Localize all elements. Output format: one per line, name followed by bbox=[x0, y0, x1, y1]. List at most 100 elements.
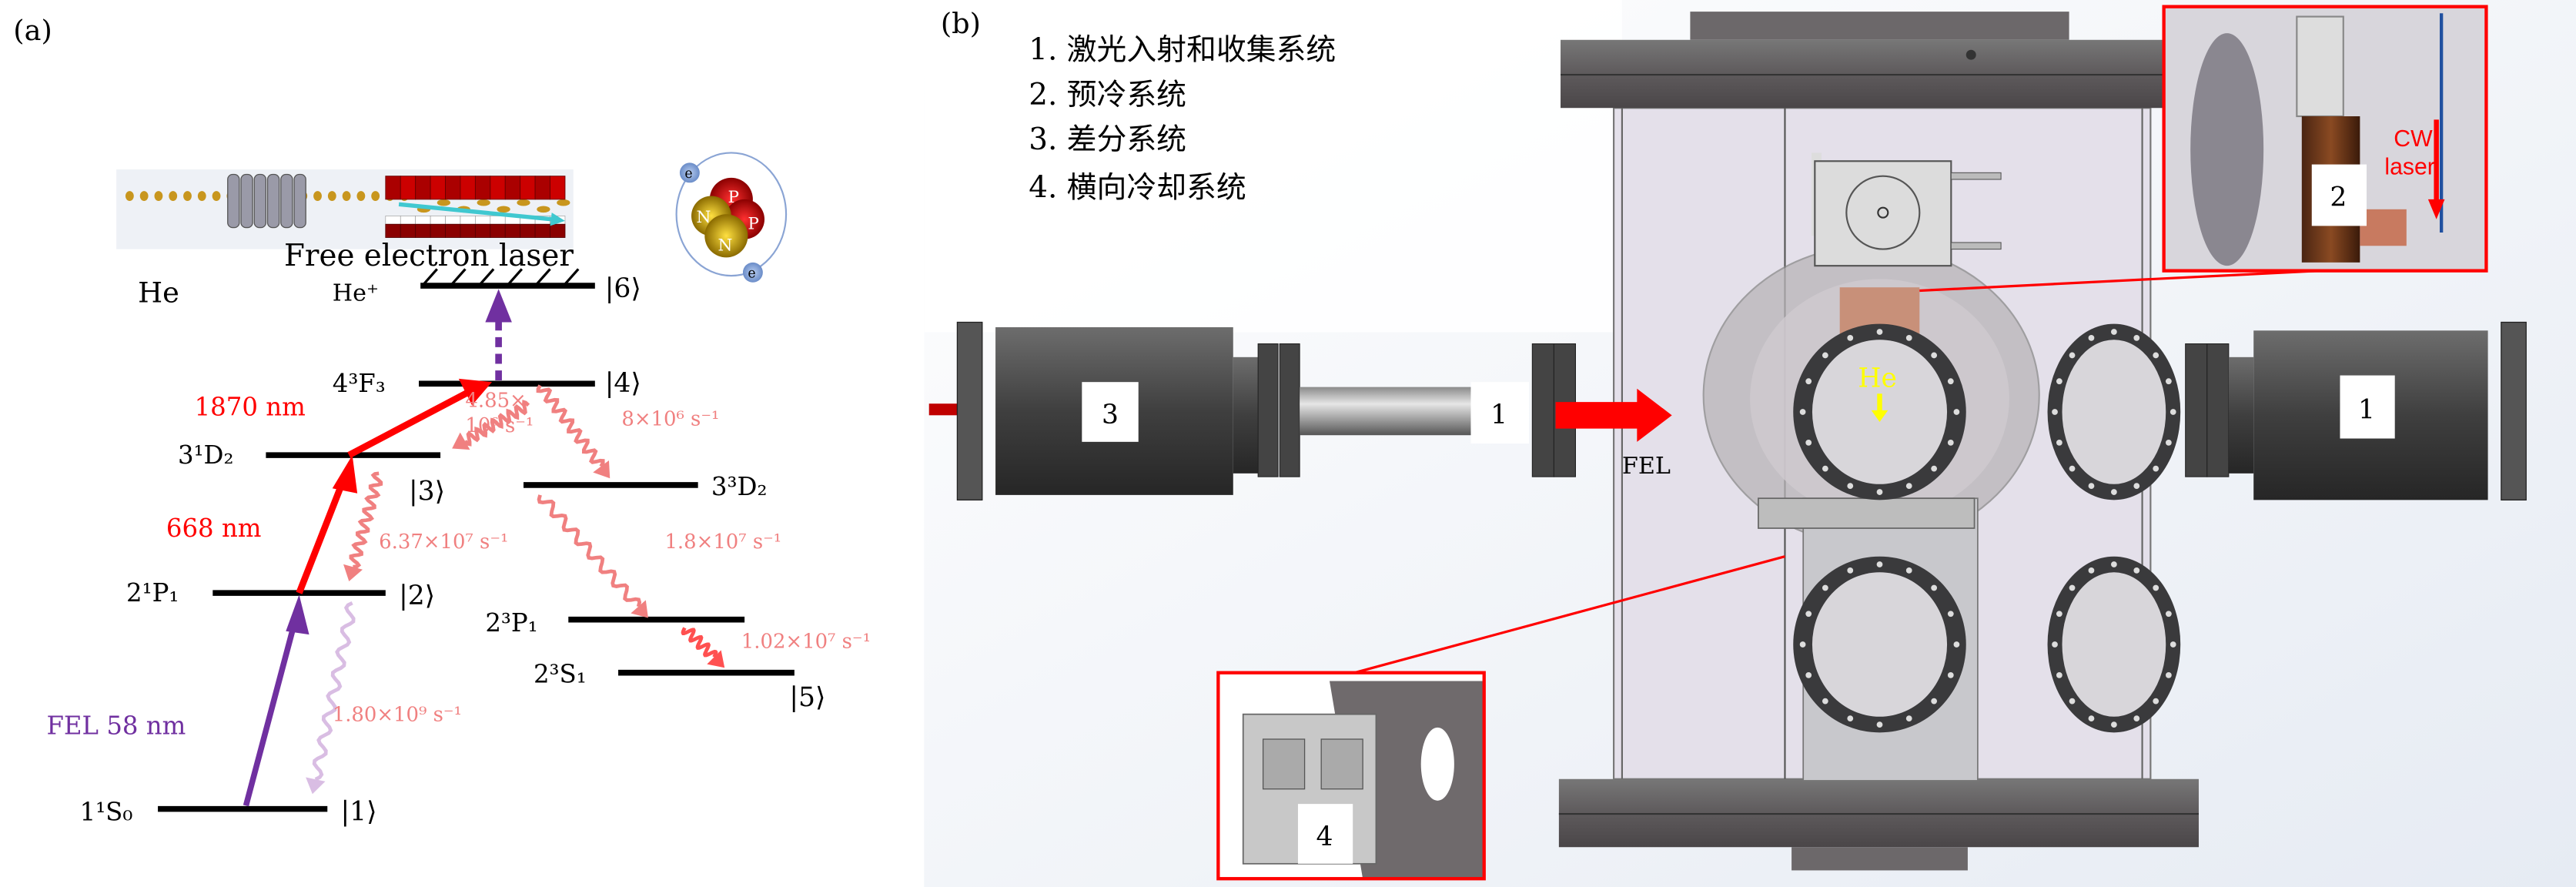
term-3P1: 2³P₁ bbox=[485, 608, 537, 638]
magnet-block bbox=[460, 176, 476, 200]
fel-caption: Free electron laser bbox=[284, 239, 574, 273]
magnet-block bbox=[520, 176, 536, 200]
level-4: 4³F₃ |4⟩ bbox=[333, 368, 641, 399]
ion-label: He⁺ bbox=[333, 279, 379, 306]
bolt-hole bbox=[1822, 584, 1828, 591]
energy-level-diagram: He He⁺ |6⟩ 4³F₃ |4⟩ 3¹D₂ |3⟩ 3³D₂ bbox=[46, 268, 871, 828]
magnet-block bbox=[445, 223, 461, 238]
callout-4-box bbox=[1297, 804, 1353, 864]
magnet-block bbox=[415, 176, 431, 200]
magnet-block bbox=[504, 223, 521, 238]
bolt-hole bbox=[1847, 715, 1854, 722]
cw-laser-label-2: laser bbox=[2384, 155, 2434, 180]
magnet-block bbox=[400, 176, 417, 200]
bolt-hole bbox=[2056, 671, 2062, 678]
species-label: He bbox=[138, 276, 179, 310]
bolt-hole bbox=[2170, 641, 2176, 648]
bolt-hole bbox=[1876, 489, 1883, 495]
differential-pumping-assembly: 3 1 FEL bbox=[928, 321, 1672, 500]
bolt-hole bbox=[2133, 483, 2140, 490]
rate-3-2: 6.37×10⁷ s⁻¹ bbox=[379, 531, 508, 554]
decay-4-to-3-head bbox=[452, 432, 470, 450]
ket-4: |4⟩ bbox=[605, 368, 641, 399]
decay-3-to-2 bbox=[349, 471, 383, 569]
electron-bunch bbox=[327, 191, 336, 202]
bolt-hole bbox=[2133, 567, 2140, 574]
bolt-hole bbox=[1822, 465, 1828, 472]
electron-bunch bbox=[371, 191, 380, 202]
magnet-block bbox=[534, 176, 550, 200]
laser-1870-label: 1870 nm bbox=[195, 392, 306, 421]
magnet-block bbox=[534, 223, 550, 238]
bolt-hole bbox=[2056, 378, 2062, 385]
bolt-hole bbox=[1947, 671, 1954, 678]
term-1: 1¹S₀ bbox=[80, 798, 133, 827]
level-2-3P1: 2³P₁ bbox=[485, 608, 745, 638]
laser-668-label: 668 nm bbox=[166, 514, 262, 543]
hatch-mark bbox=[536, 268, 551, 285]
decay-2-to-1-head bbox=[306, 777, 326, 795]
rate-4-3D2: 8×10⁶ s⁻¹ bbox=[621, 407, 719, 430]
coil-ring bbox=[266, 173, 280, 229]
fel-input-arrow bbox=[1555, 388, 1672, 442]
callout-1-right-box bbox=[2340, 375, 2395, 439]
bolt-hole bbox=[2088, 335, 2095, 341]
hatch-mark bbox=[450, 268, 467, 285]
electron-bunch bbox=[197, 191, 206, 202]
bolt-hole bbox=[2056, 439, 2062, 446]
magnet-block bbox=[520, 223, 536, 238]
decay-4-to-3 bbox=[463, 400, 530, 447]
magnet-block bbox=[415, 216, 431, 225]
magnet-block bbox=[460, 216, 476, 225]
bolt-hole bbox=[2165, 378, 2172, 385]
electron-bunch bbox=[437, 199, 451, 206]
ket-1: |1⟩ bbox=[341, 797, 377, 828]
ket-3: |3⟩ bbox=[409, 476, 445, 507]
callout-3: 3 bbox=[1102, 400, 1119, 430]
coil-ring bbox=[240, 173, 253, 229]
magnet-block bbox=[490, 216, 506, 225]
bolt-hole bbox=[1847, 335, 1854, 341]
bolt-hole bbox=[1953, 409, 1960, 415]
magnet-block bbox=[415, 223, 431, 238]
bolt-hole bbox=[2165, 439, 2172, 446]
magnet-block bbox=[550, 223, 566, 238]
decay-3P1-to-3S1-head bbox=[707, 650, 725, 668]
term-4: 4³F₃ bbox=[333, 369, 386, 398]
callout-2-box bbox=[2311, 164, 2367, 226]
bolt-hole bbox=[1905, 483, 1912, 490]
magnet-block bbox=[475, 216, 491, 225]
coil-ring bbox=[227, 173, 240, 229]
magnet-block bbox=[550, 176, 566, 200]
transverse-cooling-inset: 4 bbox=[1216, 555, 1785, 881]
bolt-hole bbox=[2088, 567, 2095, 574]
bolt-hole bbox=[1799, 641, 1806, 648]
legend-item-3: 3. 差分系统 bbox=[1029, 122, 1186, 157]
bolt-hole bbox=[1805, 439, 1812, 446]
viewport-right-lower-glass bbox=[2062, 572, 2166, 717]
magnet-block bbox=[400, 223, 417, 238]
bolt-hole bbox=[1805, 611, 1812, 618]
electron-bunch bbox=[557, 199, 570, 206]
bolt-hole bbox=[1947, 611, 1954, 618]
magnet-block bbox=[445, 176, 461, 200]
electron-bunch bbox=[497, 206, 510, 213]
bolt-hole bbox=[2165, 611, 2172, 618]
bolt-hole bbox=[1931, 698, 1938, 705]
bolt-hole bbox=[2153, 698, 2159, 705]
decay-2-to-1 bbox=[312, 601, 356, 782]
ket-5: |5⟩ bbox=[789, 682, 825, 713]
decay-4-to-3D2 bbox=[536, 384, 605, 467]
laser-beam bbox=[398, 202, 552, 222]
system-legend: 1. 激光入射和收集系统 2. 预冷系统 3. 差分系统 4. 横向冷却系统 bbox=[1029, 33, 1336, 206]
bolt-hole bbox=[1947, 439, 1954, 446]
ket-2: |2⟩ bbox=[399, 581, 435, 611]
precooling-inset: CW laser 2 bbox=[1919, 5, 2488, 293]
bolt-hole bbox=[2069, 698, 2076, 705]
term-2: 2¹P₁ bbox=[126, 578, 179, 608]
hatch-mark bbox=[507, 268, 524, 285]
bolt-hole bbox=[1805, 671, 1812, 678]
electron-bunch bbox=[183, 191, 192, 202]
rate-2-1: 1.80×10⁹ s⁻¹ bbox=[333, 703, 462, 726]
electron-bunch bbox=[139, 191, 149, 202]
